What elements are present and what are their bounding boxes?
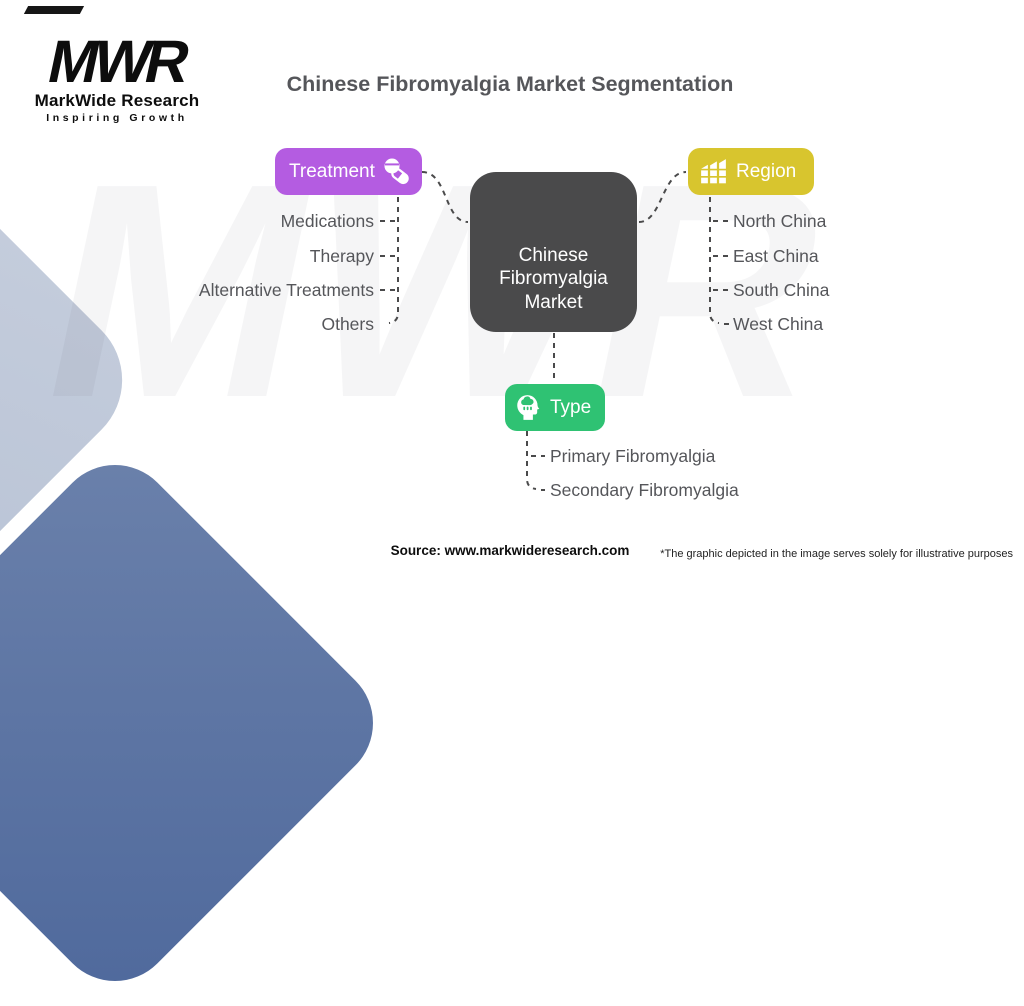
branch-label-region: Region (736, 160, 797, 182)
leaf-item-medications: Medications (280, 211, 374, 231)
source-text: Source: www.markwideresearch.com (390, 543, 630, 558)
branch-label-type: Type (550, 396, 592, 418)
corner-accent-mark (23, 6, 85, 14)
center-node-line: Market (524, 291, 583, 313)
leaf-item-others: Others (321, 314, 374, 334)
center-node-line: Fibromyalgia (499, 268, 608, 289)
decorative-dark-diamond (0, 440, 398, 1006)
buildings-icon (700, 158, 727, 185)
branch-node-treatment: Treatment (275, 148, 422, 195)
markwide-research-logo: MWR MarkWide Research Inspiring Growth (28, 28, 206, 125)
brain-head-icon (515, 394, 542, 421)
leaf-item-north-china: North China (733, 211, 827, 231)
disclaimer-text: *The graphic depicted in the image serve… (660, 548, 1013, 560)
page-title: Chinese Fibromyalgia Market Segmentation (286, 72, 734, 96)
leaf-item-east-china: East China (733, 246, 819, 266)
leaf-item-therapy: Therapy (309, 246, 374, 266)
leaf-item-alternative-treatments: Alternative Treatments (198, 280, 374, 300)
leaf-item-south-china: South China (733, 280, 830, 300)
pills-icon (383, 158, 410, 185)
logo-name: MarkWide Research (34, 91, 200, 111)
center-node-line: Chinese (518, 244, 589, 266)
center-node-chinese-fibromyalgia-market: Chinese Fibromyalgia Market (470, 172, 637, 332)
branch-node-type: Type (505, 384, 605, 431)
leaf-item-west-china: West China (733, 314, 824, 334)
branch-label-treatment: Treatment (289, 160, 375, 182)
leaf-item-secondary-fibromyalgia: Secondary Fibromyalgia (550, 480, 739, 500)
logo-tagline: Inspiring Growth (46, 112, 188, 125)
logo-acronym: MWR (42, 28, 192, 95)
leaf-item-primary-fibromyalgia: Primary Fibromyalgia (550, 446, 716, 466)
branch-node-region: Region (688, 148, 814, 195)
